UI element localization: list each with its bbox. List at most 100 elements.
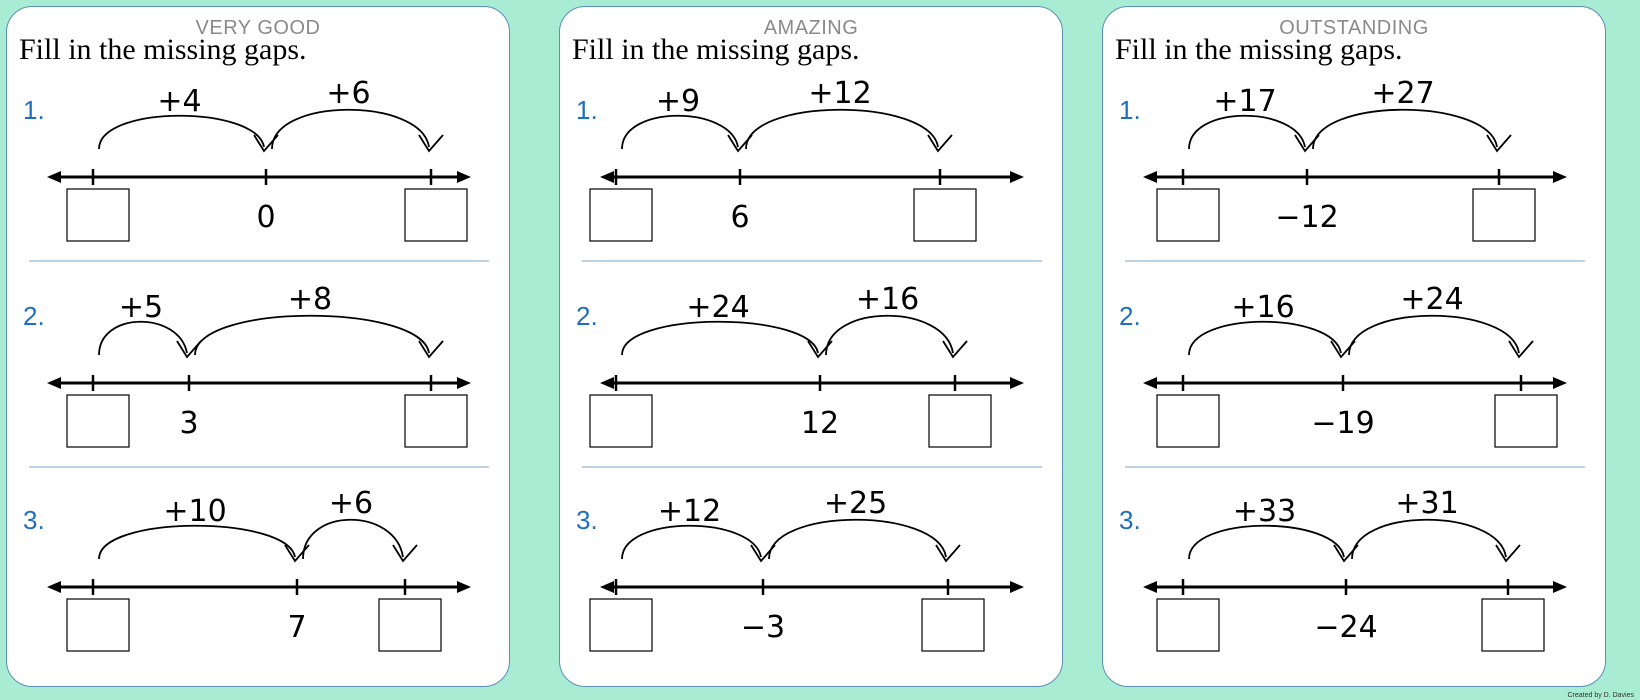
problem-3: 3. +12 +25 −3: [576, 486, 1024, 652]
arrow-right-icon: [457, 171, 471, 183]
problem-1: 1.+9+126: [576, 76, 1042, 262]
given-value: 0: [256, 200, 275, 235]
answer-box-right[interactable]: [404, 394, 468, 448]
jump-arc: [1351, 518, 1507, 560]
jump-arc: [1188, 114, 1306, 150]
answer-box-right[interactable]: [921, 598, 985, 652]
chevron-down-icon: [392, 544, 418, 563]
panel-title: OUTSTANDING: [1279, 17, 1429, 39]
arrow-right-icon: [1553, 377, 1567, 389]
instruction: Fill in the missing gaps.: [1115, 33, 1403, 66]
problem-number: 2.: [576, 301, 598, 331]
given-value: 7: [287, 610, 306, 645]
arrow-left-icon: [600, 581, 614, 593]
arrow-left-icon: [1143, 171, 1157, 183]
jump-label: +31: [1395, 486, 1458, 521]
chevron-down-icon: [418, 340, 444, 359]
answer-box-left[interactable]: [66, 188, 130, 242]
problem-number: 3.: [23, 505, 45, 535]
number-lines-svg: 1. +17 +27 −12 2.+16+24−19 3. +33 +31 −24: [1119, 76, 1585, 652]
jump-label: +5: [119, 290, 163, 325]
arrow-left-icon: [47, 377, 61, 389]
number-lines-svg: 1.+4+602.+5+833.+10+67: [23, 76, 489, 652]
arrow-right-icon: [457, 377, 471, 389]
jump-label: +10: [163, 494, 226, 529]
problem-number: 1.: [1119, 95, 1141, 125]
panel-title: VERY GOOD: [195, 17, 321, 39]
jump-arc: [745, 108, 939, 150]
answer-box-left[interactable]: [1156, 394, 1220, 448]
arrow-left-icon: [600, 377, 614, 389]
arrow-left-icon: [1143, 581, 1157, 593]
given-value: 3: [179, 406, 198, 441]
jump-arc: [98, 114, 265, 150]
answer-box-left[interactable]: [589, 598, 653, 652]
credit-text: Created by D. Davies: [1567, 692, 1634, 699]
jump-label: +33: [1233, 494, 1296, 529]
given-value: −24: [1314, 610, 1377, 645]
jump-arc: [1312, 108, 1498, 150]
chevron-down-icon: [1486, 134, 1512, 153]
answer-box-left[interactable]: [589, 188, 653, 242]
given-value: −12: [1275, 200, 1338, 235]
jump-arc: [621, 524, 762, 560]
problem-number: 1.: [23, 95, 45, 125]
answer-box-right[interactable]: [378, 598, 442, 652]
jump-label: +9: [656, 84, 700, 119]
arrow-right-icon: [1010, 377, 1024, 389]
problem-1: 1.+4+60: [23, 76, 489, 262]
answer-box-right[interactable]: [1481, 598, 1545, 652]
answer-box-right[interactable]: [404, 188, 468, 242]
arrow-left-icon: [600, 171, 614, 183]
jump-arc: [1348, 314, 1520, 356]
answer-box-right[interactable]: [1494, 394, 1558, 448]
answer-box-left[interactable]: [66, 598, 130, 652]
answer-box-right[interactable]: [928, 394, 992, 448]
answer-box-left[interactable]: [66, 394, 130, 448]
jump-label: +12: [658, 494, 721, 529]
answer-box-right[interactable]: [1472, 188, 1536, 242]
panel-amazing: AMAZING Fill in the missing gaps. 1.+9+1…: [559, 6, 1063, 687]
problem-1: 1. +17 +27 −12: [1119, 76, 1585, 262]
answer-box-left[interactable]: [1156, 188, 1220, 242]
panel-very-good: VERY GOOD Fill in the missing gaps. 1.+4…: [6, 6, 510, 687]
problem-number: 1.: [576, 95, 598, 125]
answer-box-left[interactable]: [589, 394, 653, 448]
problem-3: 3.+10+67: [23, 486, 471, 652]
jump-arc: [621, 114, 739, 150]
instruction: Fill in the missing gaps.: [572, 33, 860, 66]
jump-label: +17: [1213, 84, 1276, 119]
problem-3: 3. +33 +31 −24: [1119, 486, 1567, 652]
answer-box-left[interactable]: [1156, 598, 1220, 652]
given-value: −19: [1311, 406, 1374, 441]
jump-label: +12: [808, 76, 871, 111]
problem-number: 2.: [23, 301, 45, 331]
problem-number: 3.: [1119, 505, 1141, 535]
jump-label: +4: [157, 84, 201, 119]
arrow-right-icon: [1553, 581, 1567, 593]
jump-label: +27: [1371, 76, 1434, 111]
arrow-left-icon: [47, 581, 61, 593]
chevron-down-icon: [935, 544, 961, 563]
chevron-down-icon: [176, 340, 202, 359]
arrow-right-icon: [457, 581, 471, 593]
jump-label: +24: [686, 290, 749, 325]
answer-box-right[interactable]: [913, 188, 977, 242]
chevron-down-icon: [927, 134, 953, 153]
problem-number: 3.: [576, 505, 598, 535]
jump-label: +8: [288, 282, 332, 317]
problem-2: 2.+16+24−19: [1119, 282, 1585, 468]
problem-number: 2.: [1119, 301, 1141, 331]
given-value: −3: [741, 610, 785, 645]
jump-label: +25: [824, 486, 887, 521]
chevron-down-icon: [1495, 544, 1521, 563]
jump-arc: [98, 320, 188, 356]
arrow-left-icon: [1143, 377, 1157, 389]
jump-label: +16: [856, 282, 919, 317]
arrow-left-icon: [47, 171, 61, 183]
jump-arc: [825, 314, 954, 356]
jump-arc: [1188, 524, 1345, 560]
chevron-down-icon: [942, 340, 968, 359]
